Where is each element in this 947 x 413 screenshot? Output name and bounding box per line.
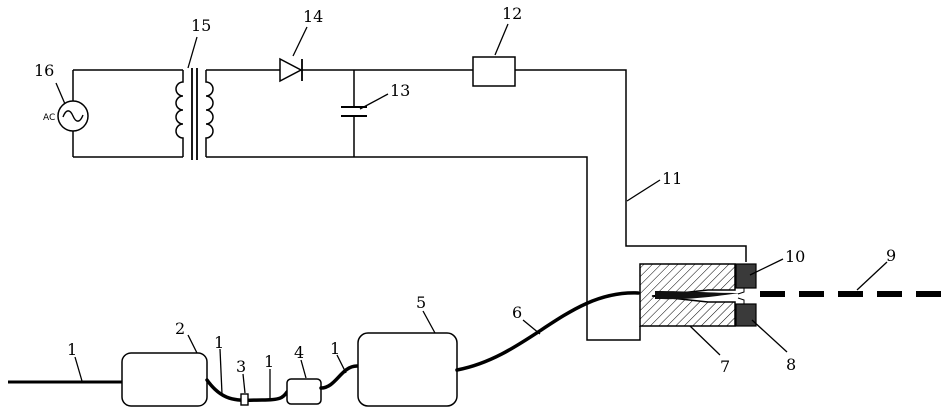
label-1-after-4: 1	[330, 339, 340, 358]
transformer	[176, 68, 213, 160]
label-15: 15	[191, 16, 211, 35]
label-8: 8	[786, 355, 796, 374]
label-9: 9	[886, 246, 896, 265]
label-4: 4	[294, 343, 304, 362]
label-2: 2	[175, 319, 185, 338]
component-2-box	[122, 353, 207, 406]
component-12-box	[473, 57, 515, 86]
fiber-4-to-5	[321, 366, 357, 388]
fiber-path	[8, 291, 945, 406]
label-14: 14	[303, 7, 323, 26]
leader-lines	[56, 24, 887, 399]
label-13: 13	[390, 81, 410, 100]
component-4-box	[287, 379, 321, 404]
electrode-gap	[738, 288, 744, 304]
label-6: 6	[512, 303, 522, 322]
fiber-tip	[655, 291, 740, 299]
label-1-after-3: 1	[264, 352, 274, 371]
label-16: 16	[34, 61, 54, 80]
ac-source: AC	[43, 101, 88, 131]
label-11: 11	[662, 169, 682, 188]
component-3-connector	[241, 394, 248, 405]
fiber-6	[457, 293, 638, 370]
label-10: 10	[785, 247, 805, 266]
diode	[280, 59, 302, 81]
electrode-bottom	[736, 304, 756, 326]
wire-11-to-electrode	[515, 70, 746, 262]
ac-label: AC	[43, 113, 55, 123]
labels: 16 15 14 12 13 11 10 9 7 8 5 6 2 1 1 3 1…	[34, 4, 896, 376]
label-1-input: 1	[67, 340, 77, 359]
component-5-box	[358, 333, 457, 406]
label-12: 12	[502, 4, 522, 23]
label-7: 7	[720, 357, 730, 376]
label-1-after-2: 1	[214, 333, 224, 352]
electrode-top	[736, 264, 756, 288]
diode-triangle	[280, 59, 301, 81]
return-wire	[206, 157, 640, 340]
secondary-coil	[206, 70, 213, 157]
label-5: 5	[416, 293, 426, 312]
primary-coil	[176, 70, 183, 157]
capacitor	[341, 70, 367, 157]
label-3: 3	[236, 357, 246, 376]
